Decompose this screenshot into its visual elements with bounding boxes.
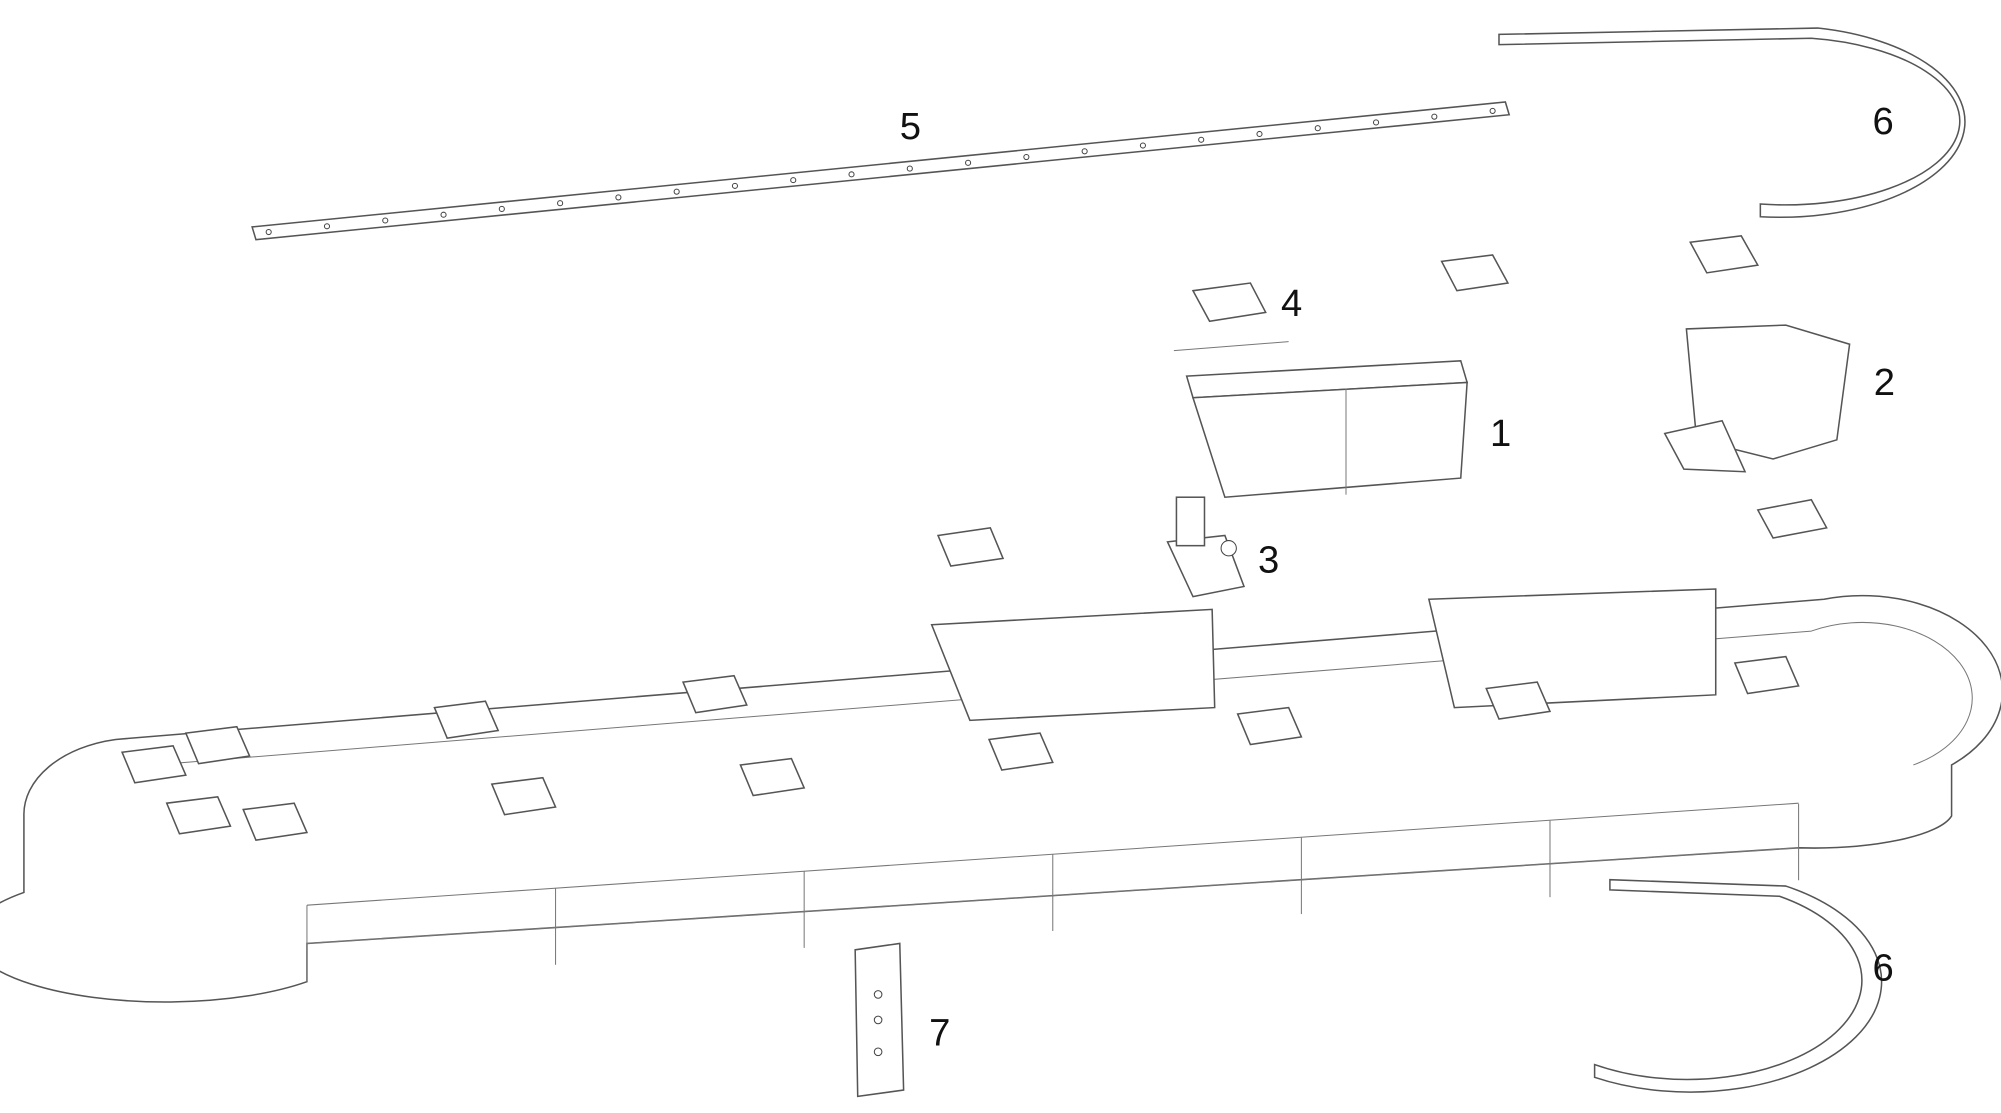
callout-5: 5: [900, 105, 921, 148]
straight-rail-part-5: [251, 101, 1511, 241]
rail-hole: [557, 200, 564, 207]
track-carrier: [987, 732, 1054, 771]
callout-2: 2: [1874, 361, 1895, 404]
callout-1: 1: [1490, 412, 1511, 455]
callout-3: 3: [1258, 538, 1279, 581]
rail-hole: [731, 182, 739, 189]
rail-hole: [1431, 113, 1438, 120]
track-carrier: [739, 757, 806, 797]
track-carrier: [120, 744, 187, 784]
track-carrier: [1485, 681, 1552, 720]
rail-hole: [1198, 136, 1205, 143]
callout-6-bottom: 6: [1873, 946, 1894, 989]
rail-hole: [790, 177, 797, 184]
rail-hole: [848, 171, 855, 178]
callout-7: 7: [929, 1011, 950, 1054]
callout-6-top: 6: [1873, 100, 1894, 143]
track-carrier: [490, 776, 557, 816]
track-carrier: [1733, 655, 1800, 695]
rail-hole: [1372, 119, 1380, 126]
rail-hole: [1023, 153, 1030, 161]
track-carrier: [1236, 706, 1303, 746]
rail-hole: [615, 194, 622, 201]
mount-plate-part-7: [854, 942, 905, 1098]
callout-4: 4: [1281, 282, 1302, 325]
rail-hole: [1489, 107, 1496, 114]
bracket-part-3: [1166, 496, 1246, 598]
curved-rail-part-6-top: [1498, 27, 1966, 219]
rail-hole: [323, 223, 331, 230]
track-carrier: [433, 700, 500, 740]
rail-hole: [1139, 142, 1146, 149]
carrier-part-4: [1173, 282, 1289, 352]
track-carrier: [165, 795, 232, 835]
track-assembly: [0, 588, 2001, 1003]
rail-hole: [265, 228, 272, 236]
curved-rail-part-6-bottom: [1593, 878, 1883, 1093]
rail-hole: [1256, 130, 1263, 138]
rail-hole: [965, 159, 972, 166]
rail-hole: [673, 188, 680, 195]
rail-hole: [1314, 125, 1321, 132]
rail-hole: [498, 205, 505, 213]
rail-hole: [1081, 148, 1088, 155]
track-carrier: [242, 802, 309, 842]
rail-hole: [440, 211, 447, 218]
rail-hole: [382, 217, 389, 224]
curve-module-part-2: [1663, 324, 1851, 473]
straight-module-part-1: [1185, 360, 1469, 499]
rail-hole: [906, 165, 913, 172]
track-carrier: [184, 725, 251, 765]
spare-carriers: [936, 235, 1828, 567]
track-carrier: [681, 674, 748, 714]
